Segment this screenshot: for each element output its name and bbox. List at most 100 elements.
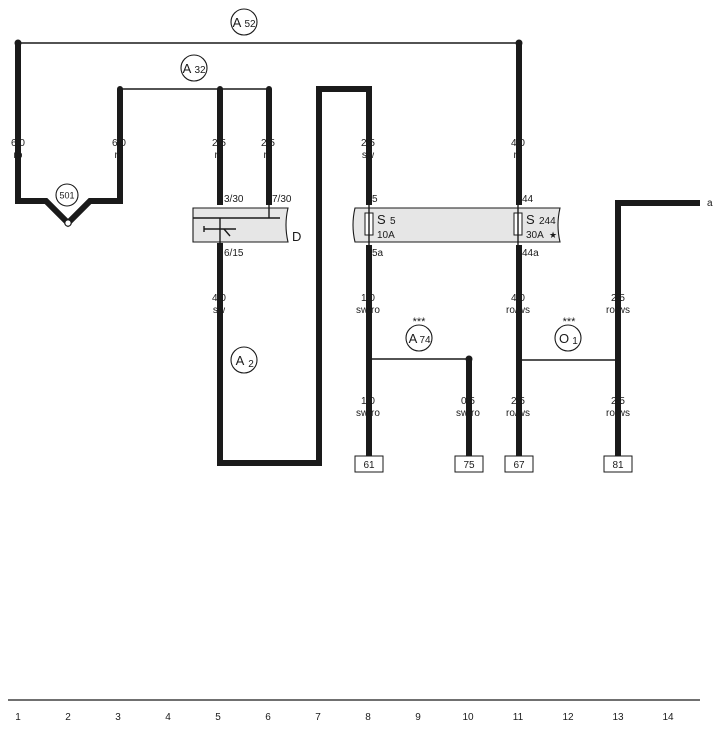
svg-text:ro: ro bbox=[264, 150, 273, 161]
fuse-s244: S 244 30A ★ 44 44a bbox=[513, 194, 557, 259]
switch-label: D bbox=[292, 229, 301, 244]
svg-text:2,5: 2,5 bbox=[611, 293, 625, 304]
wire-label-9: 4,0 ro/ws bbox=[506, 293, 530, 316]
wire-label-11: 1,0 sw/ro bbox=[356, 396, 380, 419]
svg-text:9: 9 bbox=[415, 712, 421, 723]
terminal-61: 61 bbox=[354, 455, 384, 473]
svg-text:1: 1 bbox=[15, 712, 21, 723]
svg-text:ro: ro bbox=[14, 150, 23, 161]
switch-pin-6-15: 6/15 bbox=[224, 248, 244, 259]
wire-label-13: 2,5 ro/ws bbox=[506, 396, 530, 419]
connector-a74: *** A 74 bbox=[405, 316, 433, 352]
wire-label-5: 2,5 sw bbox=[361, 138, 375, 161]
svg-text:ro/ws: ro/ws bbox=[506, 408, 530, 419]
fuse-marker: ★ bbox=[549, 230, 557, 240]
svg-text:5: 5 bbox=[215, 712, 221, 723]
svg-text:2,5: 2,5 bbox=[361, 138, 375, 149]
svg-text:2,5: 2,5 bbox=[261, 138, 275, 149]
connector-a52: A 52 bbox=[230, 8, 258, 36]
svg-text:A: A bbox=[409, 331, 418, 346]
switch-pin-7-30: 7/30 bbox=[272, 194, 292, 205]
svg-text:44: 44 bbox=[522, 194, 534, 205]
connector-o1: *** O 1 bbox=[554, 316, 582, 352]
svg-text:ro/ws: ro/ws bbox=[606, 305, 630, 316]
wire-label-12: 0,5 sw/ro bbox=[456, 396, 480, 419]
svg-text:52: 52 bbox=[244, 19, 256, 30]
wire-label-4: 2,5 ro bbox=[261, 138, 275, 161]
svg-text:2: 2 bbox=[248, 359, 254, 370]
svg-text:2,5: 2,5 bbox=[611, 396, 625, 407]
wire-label-7: 4,0 sw bbox=[212, 293, 226, 316]
wire-edge-a bbox=[615, 200, 700, 456]
svg-text:A: A bbox=[183, 61, 192, 76]
svg-text:7: 7 bbox=[315, 712, 321, 723]
switch-pin-3-30: 3/30 bbox=[224, 194, 244, 205]
svg-text:14: 14 bbox=[662, 712, 674, 723]
svg-text:4,0: 4,0 bbox=[511, 293, 525, 304]
svg-text:1,0: 1,0 bbox=[361, 293, 375, 304]
ground-point-dot bbox=[64, 219, 72, 227]
svg-text:4,0: 4,0 bbox=[511, 138, 525, 149]
svg-text:ro/ws: ro/ws bbox=[606, 408, 630, 419]
wire-label-8: 1,0 sw/ro bbox=[356, 293, 380, 316]
svg-text:A: A bbox=[236, 353, 245, 368]
grid-numbers: 1 2 3 4 5 6 7 8 9 10 11 12 13 14 bbox=[15, 712, 674, 723]
svg-text:sw/ro: sw/ro bbox=[356, 408, 380, 419]
wire-label-10: 2,5 ro/ws bbox=[606, 293, 630, 316]
svg-text:12: 12 bbox=[562, 712, 574, 723]
svg-text:ro/ws: ro/ws bbox=[506, 305, 530, 316]
fuse-s5: S 5 10A 5 5a bbox=[364, 194, 396, 259]
svg-text:ro: ro bbox=[215, 150, 224, 161]
svg-text:5: 5 bbox=[372, 194, 378, 205]
svg-text:2,5: 2,5 bbox=[511, 396, 525, 407]
ground-point-label: 501 bbox=[59, 191, 74, 201]
wire-label-1: 6,0 ro bbox=[11, 138, 25, 161]
svg-text:13: 13 bbox=[612, 712, 624, 723]
svg-text:81: 81 bbox=[612, 460, 624, 471]
wire-6-15-loop bbox=[217, 86, 372, 466]
svg-text:O: O bbox=[559, 331, 569, 346]
svg-text:244: 244 bbox=[539, 216, 556, 227]
svg-text:67: 67 bbox=[513, 460, 525, 471]
svg-text:6,0: 6,0 bbox=[11, 138, 25, 149]
svg-text:6: 6 bbox=[265, 712, 271, 723]
svg-text:sw: sw bbox=[362, 150, 375, 161]
svg-text:75: 75 bbox=[463, 460, 475, 471]
svg-text:74: 74 bbox=[419, 335, 431, 346]
wire-label-14: 2,5 ro/ws bbox=[606, 396, 630, 419]
svg-text:5a: 5a bbox=[372, 248, 384, 259]
svg-text:0,5: 0,5 bbox=[461, 396, 475, 407]
svg-text:44a: 44a bbox=[522, 248, 539, 259]
svg-text:ro: ro bbox=[514, 150, 523, 161]
svg-text:1,0: 1,0 bbox=[361, 396, 375, 407]
edge-marker: a bbox=[707, 198, 713, 209]
svg-text:11: 11 bbox=[513, 712, 524, 723]
connector-a32: A 32 bbox=[180, 54, 208, 82]
svg-text:10A: 10A bbox=[377, 230, 395, 241]
svg-text:2: 2 bbox=[65, 712, 71, 723]
svg-text:S: S bbox=[526, 212, 535, 227]
ground-point-circle bbox=[55, 183, 79, 207]
svg-text:2,5: 2,5 bbox=[212, 138, 226, 149]
svg-text:5: 5 bbox=[390, 216, 396, 227]
svg-text:A: A bbox=[233, 15, 242, 30]
wire-label-2: 6,0 ro bbox=[112, 138, 126, 161]
svg-text:4: 4 bbox=[165, 712, 171, 723]
svg-text:8: 8 bbox=[365, 712, 371, 723]
svg-text:32: 32 bbox=[194, 65, 206, 76]
svg-text:S: S bbox=[377, 212, 386, 227]
terminal-81: 81 bbox=[603, 455, 633, 473]
svg-text:sw/ro: sw/ro bbox=[456, 408, 480, 419]
ignition-switch-d: D 3/30 7/30 6/15 bbox=[192, 194, 301, 259]
svg-text:30A: 30A bbox=[526, 230, 544, 241]
wire-label-6: 4,0 ro bbox=[511, 138, 525, 161]
fuse-box: S 5 10A 5 5a S 244 30A ★ 44 44a bbox=[352, 194, 561, 259]
terminal-67: 67 bbox=[504, 455, 534, 473]
svg-text:61: 61 bbox=[363, 460, 375, 471]
connector-a2: A 2 bbox=[230, 346, 258, 374]
svg-text:sw: sw bbox=[213, 305, 226, 316]
svg-text:3: 3 bbox=[115, 712, 121, 723]
svg-text:4,0: 4,0 bbox=[212, 293, 226, 304]
svg-text:ro: ro bbox=[115, 150, 124, 161]
